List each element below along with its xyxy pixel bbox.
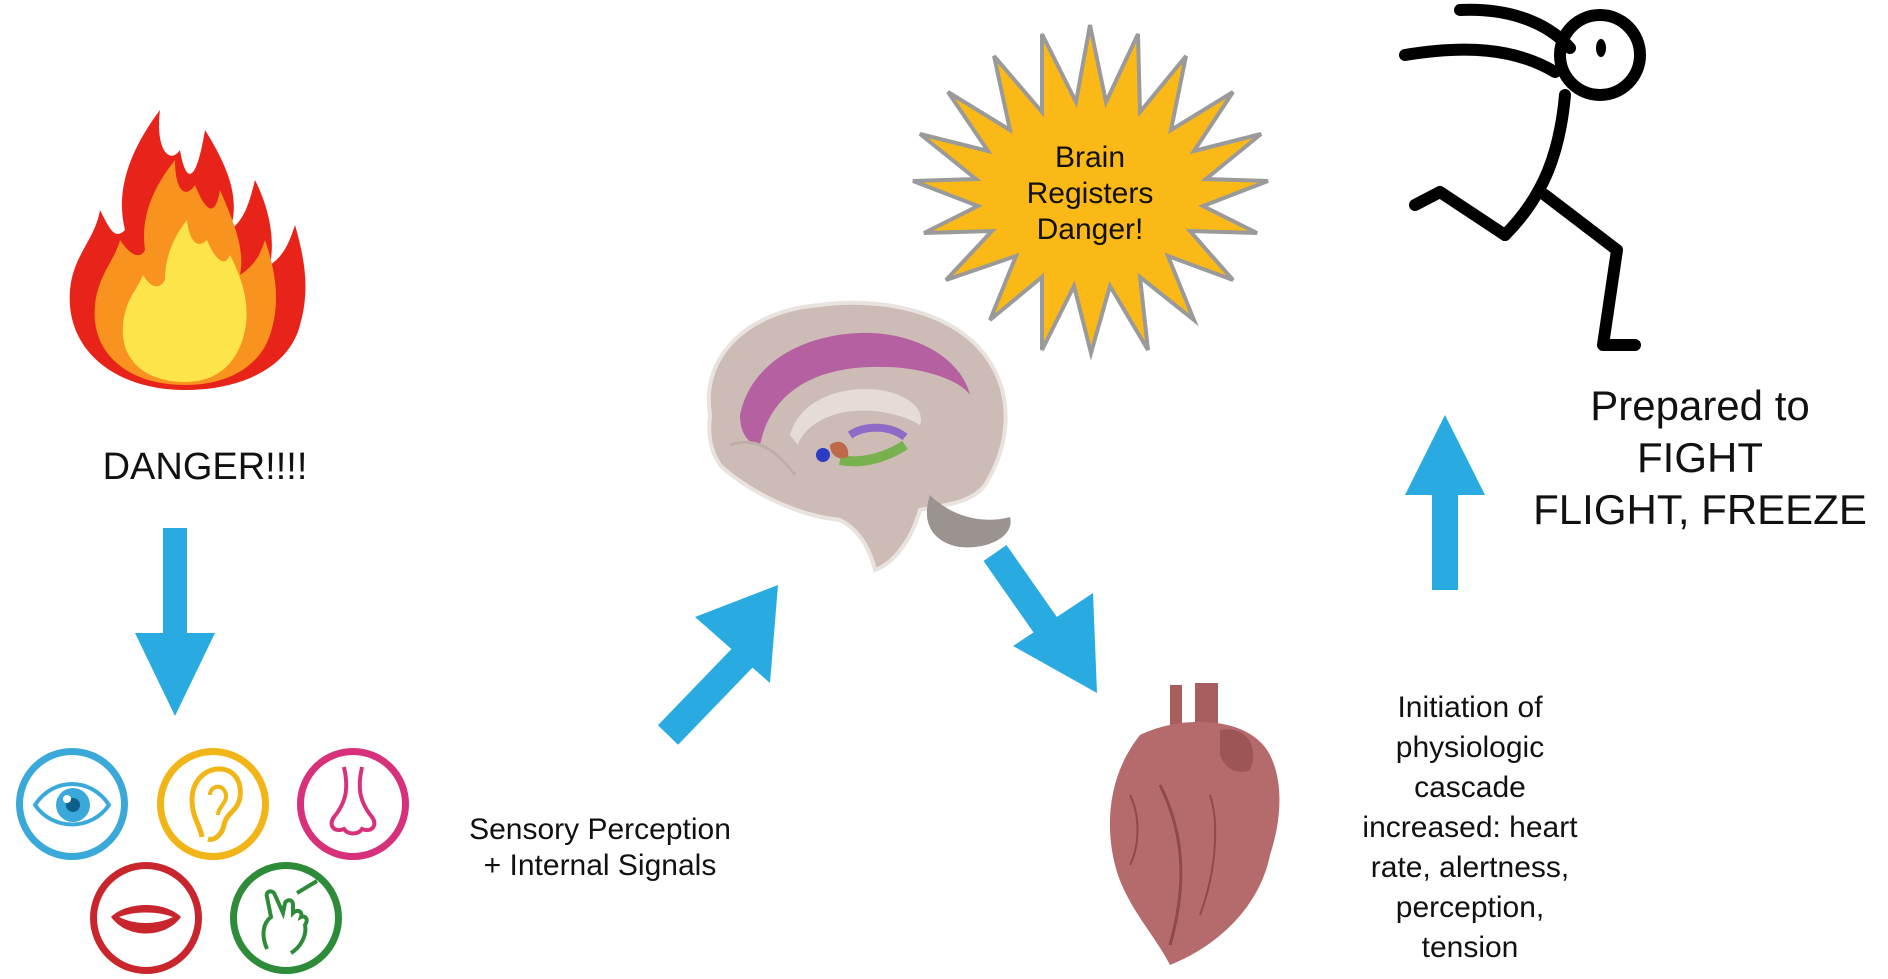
sensory-label: Sensory Perception + Internal Signals [440,812,760,884]
brain-registers-line3: Danger! [990,212,1190,248]
response-line1: Prepared to [1500,380,1888,432]
cascade-line: perception, [1320,888,1620,928]
cascade-line: rate, alertness, [1320,848,1620,888]
cascade-line: Initiation of [1320,688,1620,728]
response-line3: FLIGHT, FREEZE [1500,484,1888,536]
hand-icon [230,862,342,974]
cascade-line: cascade [1320,768,1620,808]
running-figure-icon [1395,0,1655,350]
mouth-icon [90,862,202,974]
brain-registers-line2: Registers [990,176,1190,212]
cascade-line: increased: heart [1320,808,1620,848]
arrow-up-right-icon [650,585,850,785]
brain-registers-line1: Brain [990,140,1190,176]
cascade-label: Initiation of physiologic cascade increa… [1320,688,1620,968]
arrow-down-icon [135,528,215,718]
response-line2: FIGHT [1500,432,1888,484]
danger-label: DANGER!!!! [55,445,355,491]
brain-registers-label: Brain Registers Danger! [990,140,1190,248]
ear-icon [157,748,269,860]
heart-icon [1100,675,1300,970]
nose-icon [297,748,409,860]
cascade-line: physiologic [1320,728,1620,768]
sensory-label-line1: Sensory Perception [440,812,760,848]
response-label: Prepared to FIGHT FLIGHT, FREEZE [1500,380,1888,536]
cascade-line: tension [1320,928,1620,968]
eye-icon [16,748,128,860]
sensory-label-line2: + Internal Signals [440,848,760,884]
arrow-up-icon [1405,415,1485,590]
fire-icon [55,90,315,400]
